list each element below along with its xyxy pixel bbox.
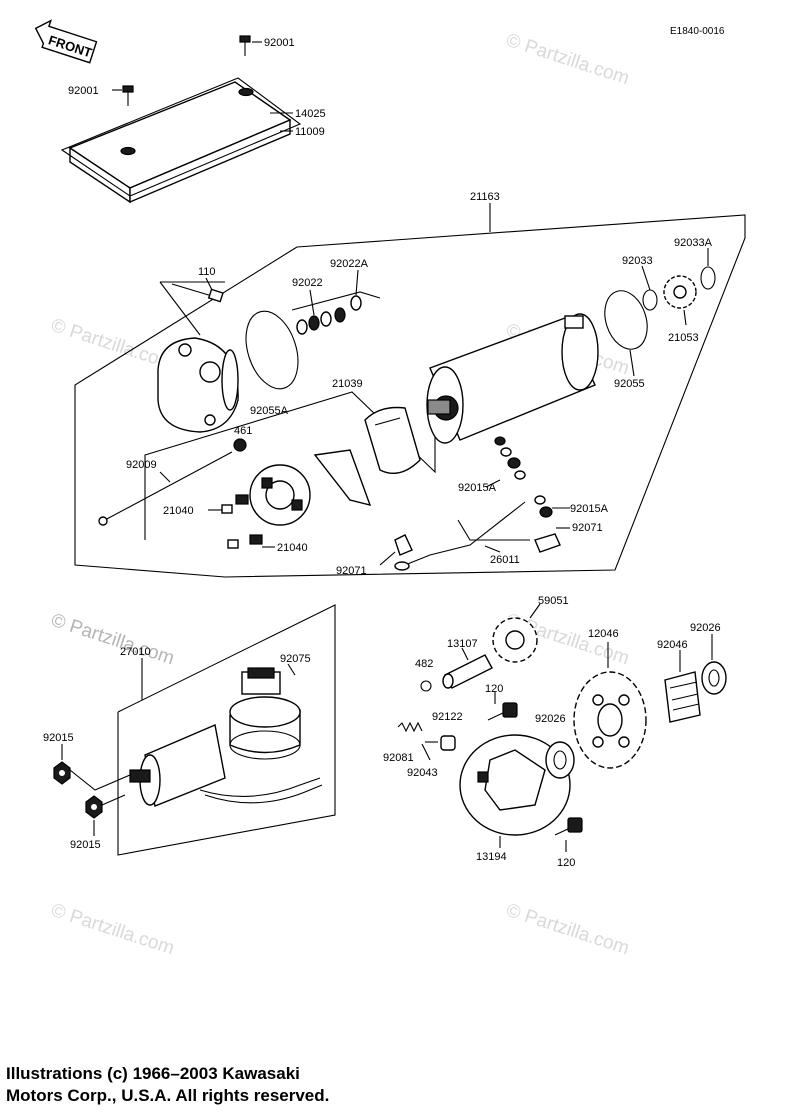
part-label-92055: 92055 — [614, 378, 645, 390]
motor-end-cover — [157, 281, 239, 433]
figure-code: E1840-0016 — [670, 26, 725, 37]
copyright-notice: Illustrations (c) 1966–2003 Kawasaki Mot… — [6, 1063, 506, 1107]
part-label-110: 110 — [198, 266, 216, 278]
part-label-92015-b: 92015 — [70, 839, 101, 851]
part-label-13107: 13107 — [447, 638, 478, 650]
washers-92022 — [291, 269, 381, 335]
part-label-482: 482 — [415, 658, 433, 670]
part-label-14025: 14025 — [295, 108, 326, 120]
copyright-line-1: Illustrations (c) 1966–2003 Kawasaki — [6, 1064, 300, 1083]
part-label-21040-a: 21040 — [163, 505, 194, 517]
watermark-4: © Partzilla.com — [48, 610, 176, 670]
relay-body — [129, 724, 323, 807]
relay-cover-92075 — [229, 667, 301, 760]
part-label-21039: 21039 — [332, 378, 363, 390]
shaft-13107 — [442, 654, 493, 689]
part-label-92075: 92075 — [280, 653, 311, 665]
circlip-92033 — [642, 289, 658, 311]
brush-holder-21039 — [313, 406, 421, 506]
part-label-11009: 11009 — [295, 126, 325, 138]
part-label-92001-top: 92001 — [264, 37, 295, 49]
part-label-21163: 21163 — [470, 191, 500, 203]
part-label-21040-b: 21040 — [277, 542, 308, 554]
brush-plate — [249, 464, 311, 526]
part-label-92022A: 92022A — [330, 258, 369, 270]
part-label-27010: 27010 — [120, 646, 151, 658]
oring-92055A — [245, 310, 299, 390]
part-label-12046: 12046 — [588, 628, 619, 640]
needle-bearing-92046 — [664, 671, 701, 723]
part-label-92122: 92122 — [432, 711, 463, 723]
bolt-92001-top — [239, 35, 251, 56]
long-bolt-92009 — [98, 451, 233, 526]
washer-461 — [233, 438, 247, 452]
part-label-92033: 92033 — [622, 255, 653, 267]
part-label-92046: 92046 — [657, 639, 688, 651]
circlip-92033A — [700, 266, 716, 290]
cover-assembly — [60, 35, 302, 204]
part-label-59051: 59051 — [538, 595, 569, 607]
starter-clutch-13194 — [459, 734, 571, 836]
cable-26011 — [394, 501, 526, 571]
nut-92015-a — [53, 761, 71, 785]
watermark-6: © Partzilla.com — [48, 900, 176, 960]
pin-92043 — [440, 735, 456, 751]
part-label-92026-right: 92026 — [690, 622, 721, 634]
oring-92055 — [604, 290, 648, 350]
part-label-92015A-b: 92015A — [570, 503, 609, 515]
part-label-92009: 92009 — [126, 459, 157, 471]
watermark-1: © Partzilla.com — [503, 30, 631, 90]
gear-21053 — [663, 275, 697, 309]
sprocket-59051 — [492, 617, 538, 663]
part-label-461: 461 — [234, 425, 252, 437]
washer-92026-right — [701, 661, 727, 695]
nut-92015-b — [85, 795, 103, 819]
part-label-21053: 21053 — [668, 332, 699, 344]
sprocket-12046 — [573, 671, 647, 769]
part-label-92071-a: 92071 — [336, 565, 367, 577]
bolt-92001-left — [122, 85, 134, 106]
part-label-92071-b: 92071 — [572, 522, 603, 534]
brush-21040-b — [227, 534, 263, 549]
bolt-120-top — [487, 702, 518, 721]
brush-21040-a — [221, 494, 249, 514]
spring-92081 — [397, 721, 423, 733]
part-label-120-top: 120 — [485, 683, 503, 695]
part-label-92081: 92081 — [383, 752, 414, 764]
part-label-92033A: 92033A — [674, 237, 713, 249]
motor-yoke — [426, 313, 599, 444]
part-label-92015A-a: 92015A — [458, 482, 497, 494]
terminal-hardware — [494, 436, 561, 553]
part-label-92026-left: 92026 — [535, 713, 566, 725]
part-label-92001-left: 92001 — [68, 85, 99, 97]
part-label-120-bottom: 120 — [557, 857, 575, 869]
starter-relay-frame — [117, 604, 336, 856]
part-label-92055A: 92055A — [250, 405, 289, 417]
part-label-13194: 13194 — [476, 851, 507, 863]
starter-assembly-frame — [74, 203, 746, 578]
watermark-2: © Partzilla.com — [48, 315, 176, 375]
clip-482 — [420, 680, 432, 692]
front-arrow: FRONT — [34, 19, 98, 64]
bolt-110 — [171, 283, 224, 303]
bolt-120-bottom — [554, 817, 583, 836]
washer-92026-left — [545, 741, 575, 779]
part-label-92015-a: 92015 — [43, 732, 74, 744]
copyright-line-2: Motors Corp., U.S.A. All rights reserved… — [6, 1086, 330, 1105]
part-label-92022: 92022 — [292, 277, 323, 289]
watermark-7: © Partzilla.com — [503, 900, 631, 960]
part-label-26011: 26011 — [490, 554, 520, 566]
part-label-92043: 92043 — [407, 767, 438, 779]
